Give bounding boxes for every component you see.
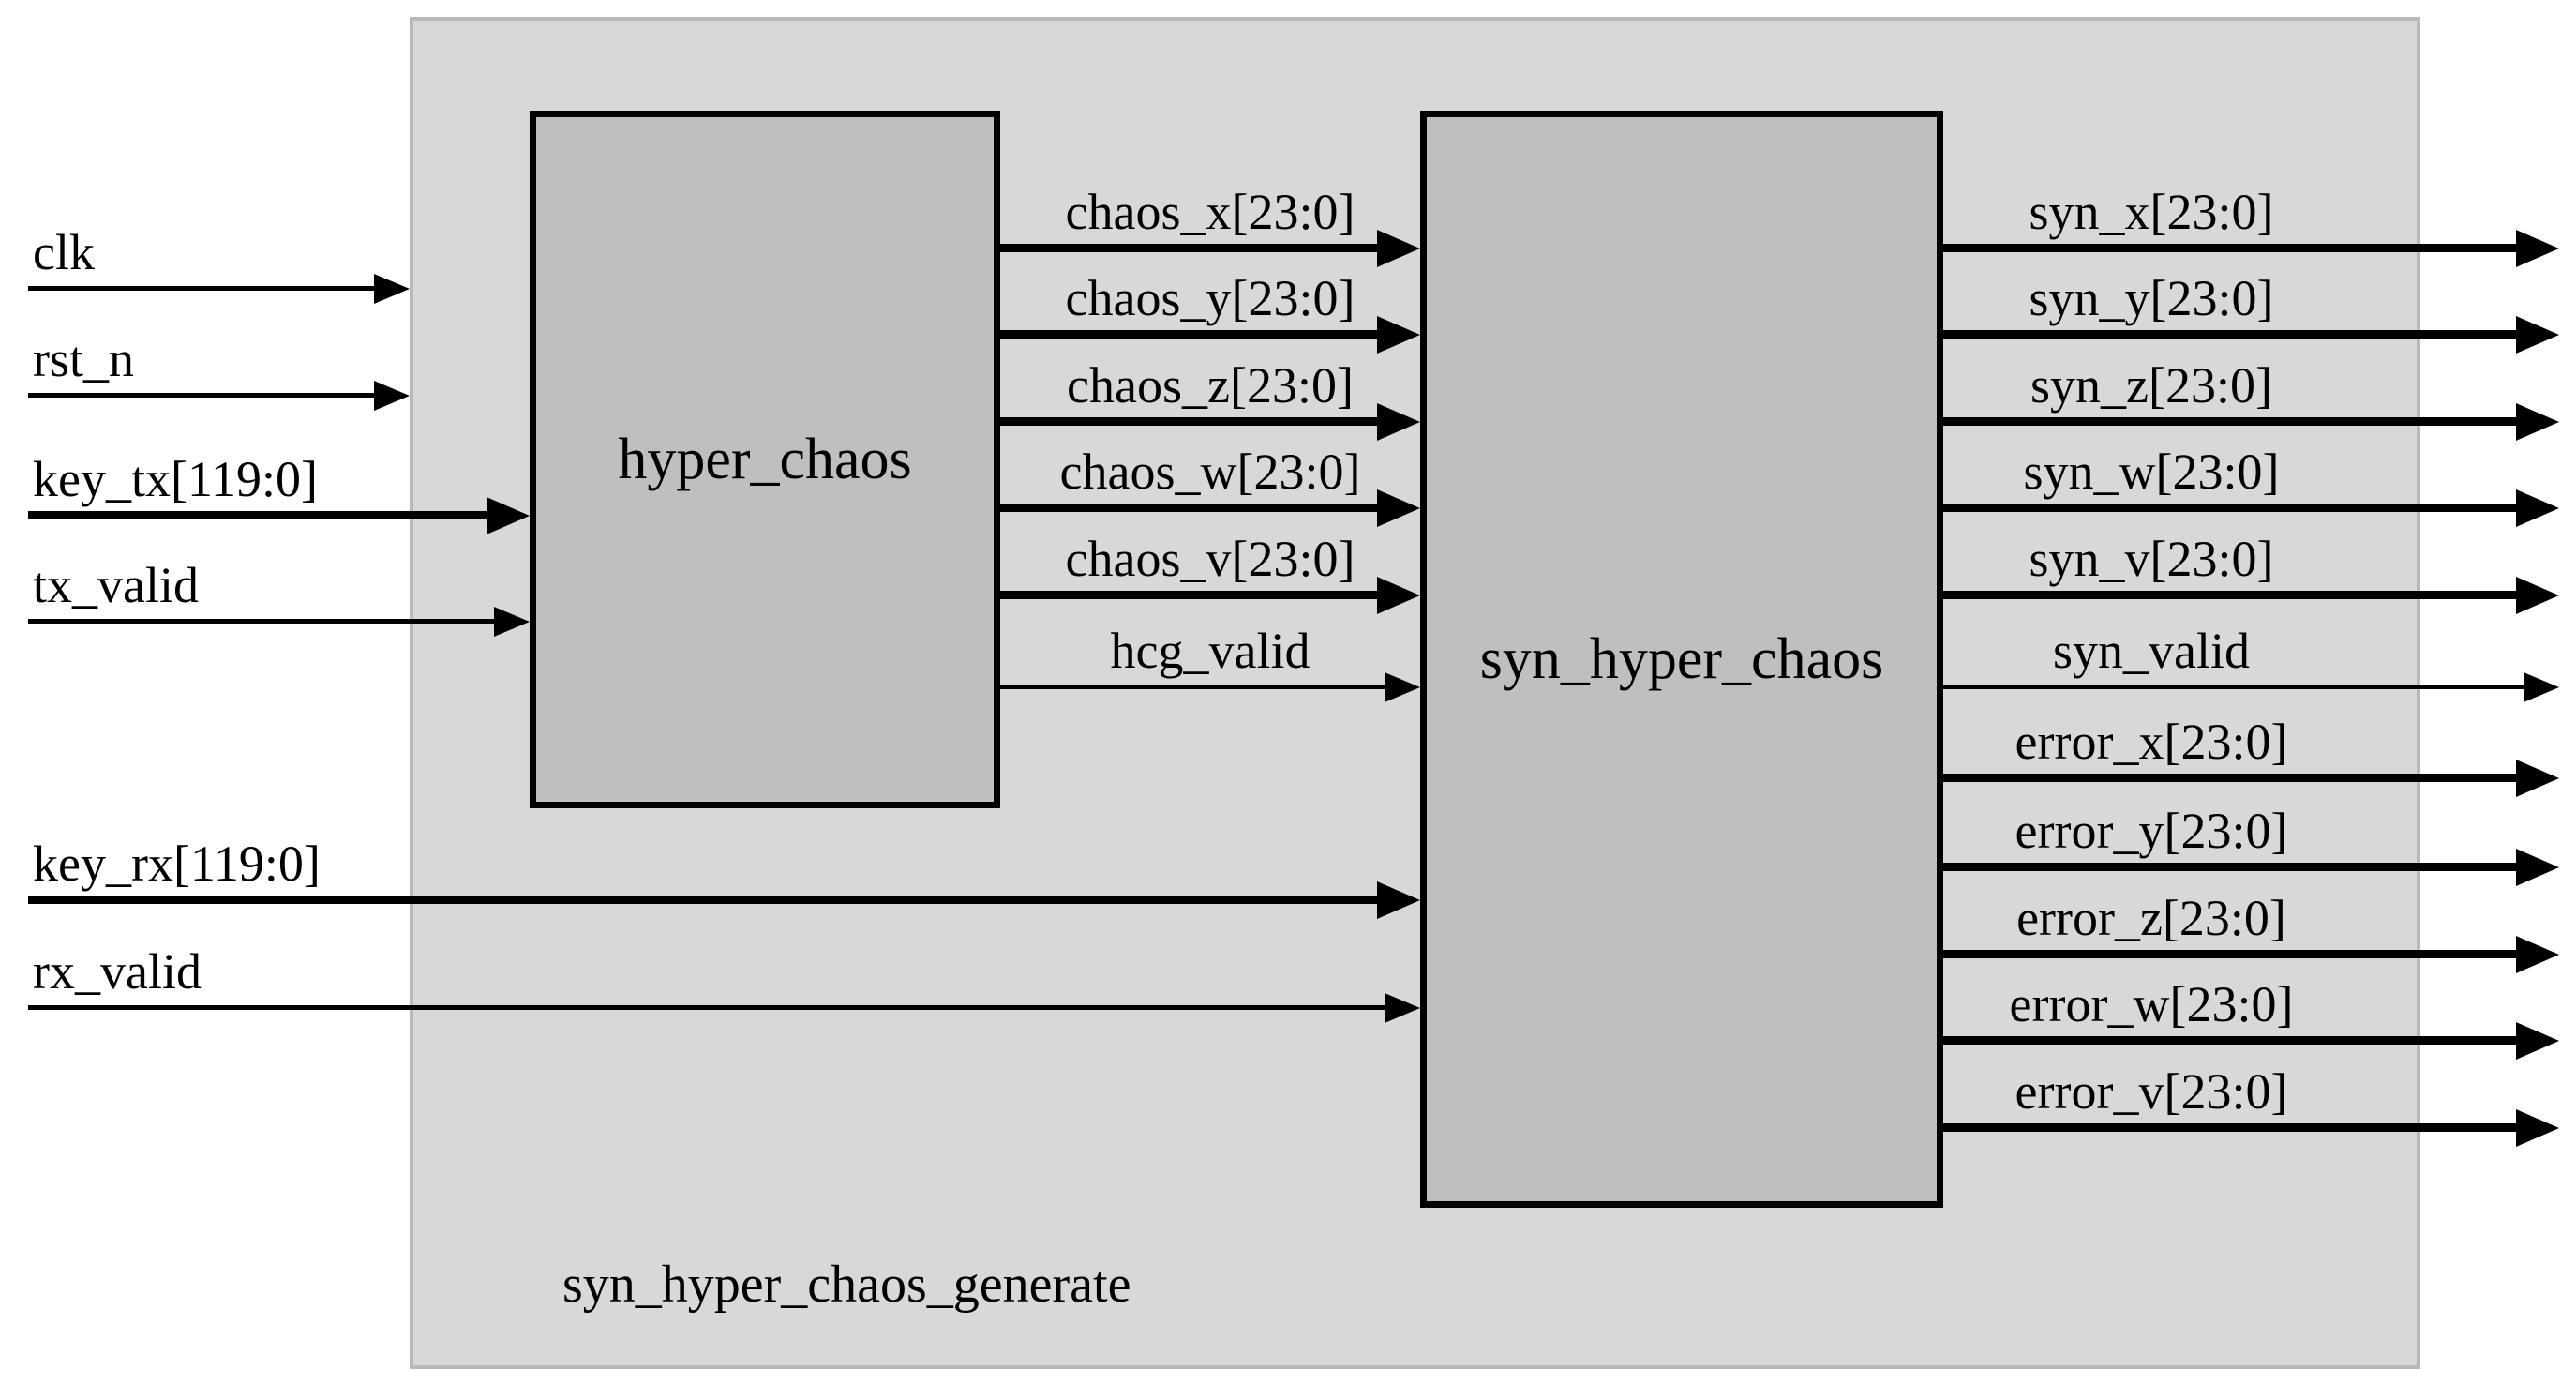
signal-label-clk: clk <box>33 224 95 280</box>
signal-label-key-tx-119-0: key_tx[119:0] <box>33 451 318 507</box>
signal-label-syn-x-23-0: syn_x[23:0] <box>2029 184 2274 240</box>
signal-label-syn-valid: syn_valid <box>2053 623 2250 679</box>
signal-line-key-rx-119-0 <box>28 896 1385 904</box>
signal-arrowhead-icon-key-rx-119-0 <box>1377 881 1420 919</box>
signal-line-chaos-z-23-0 <box>1000 417 1385 426</box>
signal-line-error-z-23-0 <box>1943 950 2524 958</box>
signal-line-clk <box>28 286 382 291</box>
signal-line-error-x-23-0 <box>1943 774 2524 782</box>
signal-line-chaos-w-23-0 <box>1000 504 1385 512</box>
signal-line-rst-n <box>28 393 382 398</box>
signal-label-chaos-v-23-0: chaos_v[23:0] <box>1065 531 1355 587</box>
module-label-syn-hyper-chaos: syn_hyper_chaos <box>1479 626 1884 691</box>
signal-arrowhead-icon-error-z-23-0 <box>2516 936 2559 973</box>
signal-label-error-w-23-0: error_w[23:0] <box>2009 976 2294 1032</box>
signal-label-key-rx-119-0: key_rx[119:0] <box>33 836 321 892</box>
signal-arrowhead-icon-syn-v-23-0 <box>2516 577 2559 614</box>
signal-arrowhead-icon-chaos-w-23-0 <box>1377 489 1420 527</box>
signal-line-tx-valid <box>28 619 502 624</box>
signal-line-syn-valid <box>1943 685 2531 689</box>
signal-line-syn-v-23-0 <box>1943 591 2524 599</box>
signal-label-chaos-w-23-0: chaos_w[23:0] <box>1059 444 1361 500</box>
signal-arrowhead-icon-rx-valid <box>1385 993 1420 1023</box>
signal-arrowhead-icon-rst-n <box>374 381 410 411</box>
generate-block-caption: syn_hyper_chaos_generate <box>562 1256 1131 1314</box>
signal-arrowhead-icon-error-v-23-0 <box>2516 1109 2559 1147</box>
signal-line-error-y-23-0 <box>1943 863 2524 871</box>
signal-line-syn-x-23-0 <box>1943 244 2524 252</box>
signal-label-rst-n: rst_n <box>33 331 134 387</box>
signal-arrowhead-icon-syn-y-23-0 <box>2516 316 2559 354</box>
signal-arrowhead-icon-syn-z-23-0 <box>2516 403 2559 441</box>
signal-label-chaos-y-23-0: chaos_y[23:0] <box>1065 270 1355 326</box>
signal-label-hcg-valid: hcg_valid <box>1110 623 1310 679</box>
module-label-hyper-chaos: hyper_chaos <box>618 427 912 491</box>
signal-line-syn-z-23-0 <box>1943 417 2524 426</box>
signal-line-chaos-v-23-0 <box>1000 591 1385 599</box>
signal-arrowhead-icon-chaos-v-23-0 <box>1377 577 1420 614</box>
signal-line-key-tx-119-0 <box>28 511 494 519</box>
signal-label-error-x-23-0: error_x[23:0] <box>2014 714 2288 770</box>
signal-arrowhead-icon-key-tx-119-0 <box>487 497 530 534</box>
signal-arrowhead-icon-syn-x-23-0 <box>2516 230 2559 267</box>
signal-line-hcg-valid <box>1000 685 1392 689</box>
signal-line-chaos-y-23-0 <box>1000 330 1385 339</box>
signal-label-tx-valid: tx_valid <box>33 557 199 613</box>
signal-label-syn-w-23-0: syn_w[23:0] <box>2023 444 2280 500</box>
signal-arrowhead-icon-tx-valid <box>494 607 530 637</box>
signal-label-rx-valid: rx_valid <box>33 943 202 1000</box>
signal-line-rx-valid <box>28 1005 1392 1010</box>
signal-arrowhead-icon-error-w-23-0 <box>2516 1022 2559 1060</box>
signal-arrowhead-icon-syn-valid <box>2524 672 2559 702</box>
signal-label-syn-y-23-0: syn_y[23:0] <box>2029 270 2274 326</box>
signal-label-error-z-23-0: error_z[23:0] <box>2016 890 2286 946</box>
signal-arrowhead-icon-hcg-valid <box>1385 672 1420 702</box>
signal-line-syn-y-23-0 <box>1943 330 2524 339</box>
signal-line-error-w-23-0 <box>1943 1036 2524 1045</box>
signal-label-syn-z-23-0: syn_z[23:0] <box>2030 357 2272 414</box>
signal-label-syn-v-23-0: syn_v[23:0] <box>2029 531 2274 587</box>
module-syn-hyper-chaos: syn_hyper_chaos <box>1420 111 1943 1208</box>
signal-line-syn-w-23-0 <box>1943 504 2524 512</box>
signal-label-error-v-23-0: error_v[23:0] <box>2014 1063 2288 1120</box>
signal-label-error-y-23-0: error_y[23:0] <box>2014 803 2288 859</box>
signal-arrowhead-icon-chaos-x-23-0 <box>1377 230 1420 267</box>
signal-arrowhead-icon-syn-w-23-0 <box>2516 489 2559 527</box>
signal-arrowhead-icon-error-x-23-0 <box>2516 760 2559 797</box>
signal-label-chaos-x-23-0: chaos_x[23:0] <box>1065 184 1355 240</box>
module-hyper-chaos: hyper_chaos <box>530 111 1000 808</box>
signal-line-error-v-23-0 <box>1943 1123 2524 1132</box>
signal-line-chaos-x-23-0 <box>1000 244 1385 252</box>
signal-arrowhead-icon-error-y-23-0 <box>2516 849 2559 886</box>
signal-arrowhead-icon-chaos-z-23-0 <box>1377 403 1420 441</box>
signal-arrowhead-icon-chaos-y-23-0 <box>1377 316 1420 354</box>
signal-label-chaos-z-23-0: chaos_z[23:0] <box>1067 357 1354 414</box>
signal-arrowhead-icon-clk <box>374 274 410 304</box>
